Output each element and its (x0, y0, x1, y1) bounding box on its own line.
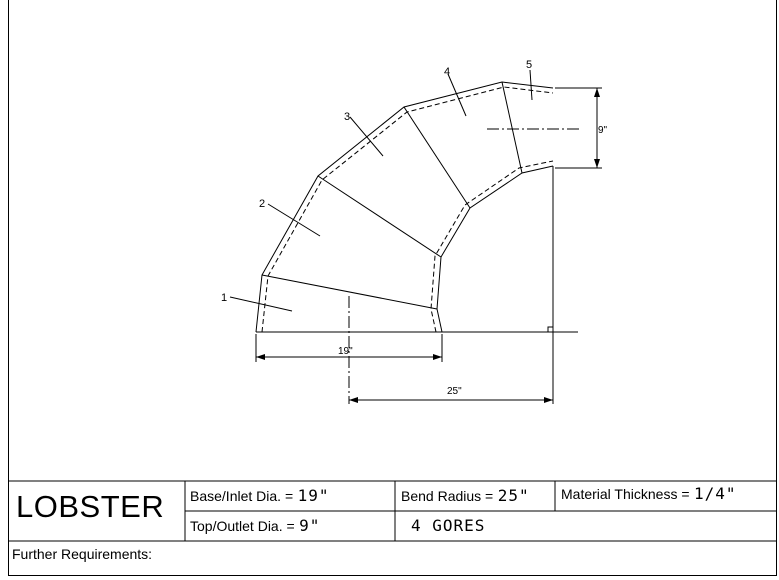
drawing-frame (8, 0, 777, 576)
gore-label-3: 3 (344, 111, 350, 123)
title: LOBSTER (16, 489, 165, 524)
thickness-cell: Material Thickness = 1/4" (561, 484, 737, 504)
dim-radius-text: 25" (447, 386, 462, 397)
top-dia-cell: Top/Outlet Dia. = 9" (190, 516, 320, 536)
gore-label-4: 4 (444, 66, 450, 78)
thickness-value: 1/4" (693, 484, 737, 503)
arrow-radius-left (349, 397, 358, 403)
gore-label-1: 1 (221, 292, 227, 304)
further-requirements-cell: Further Requirements: (12, 546, 152, 564)
bend-radius-label: Bend Radius = (401, 488, 494, 504)
seam-3-4 (403, 106, 471, 209)
bend-radius-cell: Bend Radius = 25" (401, 486, 530, 506)
base-dia-cell: Base/Inlet Dia. = 19" (190, 486, 329, 506)
leader-3 (349, 116, 384, 157)
gore-label-2: 2 (259, 198, 265, 210)
seam-4-5 (501, 81, 523, 174)
leader-2 (267, 203, 321, 237)
inner-contour (436, 165, 554, 333)
gores-cell: 4 GORES (411, 516, 485, 536)
bend-radius-value: 25" (497, 486, 530, 505)
inner-thickness-line (430, 160, 554, 333)
further-requirements-label: Further Requirements: (12, 546, 153, 562)
right-angle-mark (547, 326, 554, 333)
title-cell: LOBSTER (16, 489, 164, 525)
outer-contour (255, 81, 554, 333)
arrow-radius-right (544, 397, 553, 403)
base-dia-label: Base/Inlet Dia. = (190, 488, 294, 504)
leader-4 (447, 73, 467, 117)
gores-count: 4 GORES (411, 516, 486, 535)
seam-1-2 (261, 274, 438, 310)
arrow-top-up (594, 88, 600, 97)
thickness-label: Material Thickness = (561, 486, 690, 502)
leader-1 (229, 296, 293, 312)
arrow-top-down (594, 159, 600, 168)
dim-base-text: 19" (338, 346, 353, 357)
dim-top-text: 9" (598, 125, 608, 136)
outer-thickness-line (261, 86, 554, 333)
seam-2-3 (317, 175, 442, 258)
arrow-base-left (256, 354, 265, 360)
base-dia-value: 19" (297, 486, 330, 505)
gore-label-5: 5 (526, 59, 532, 71)
top-dia-label: Top/Outlet Dia. = (190, 518, 295, 534)
arrow-base-right (433, 354, 442, 360)
leader-5 (529, 69, 533, 101)
top-dia-value: 9" (299, 516, 321, 535)
